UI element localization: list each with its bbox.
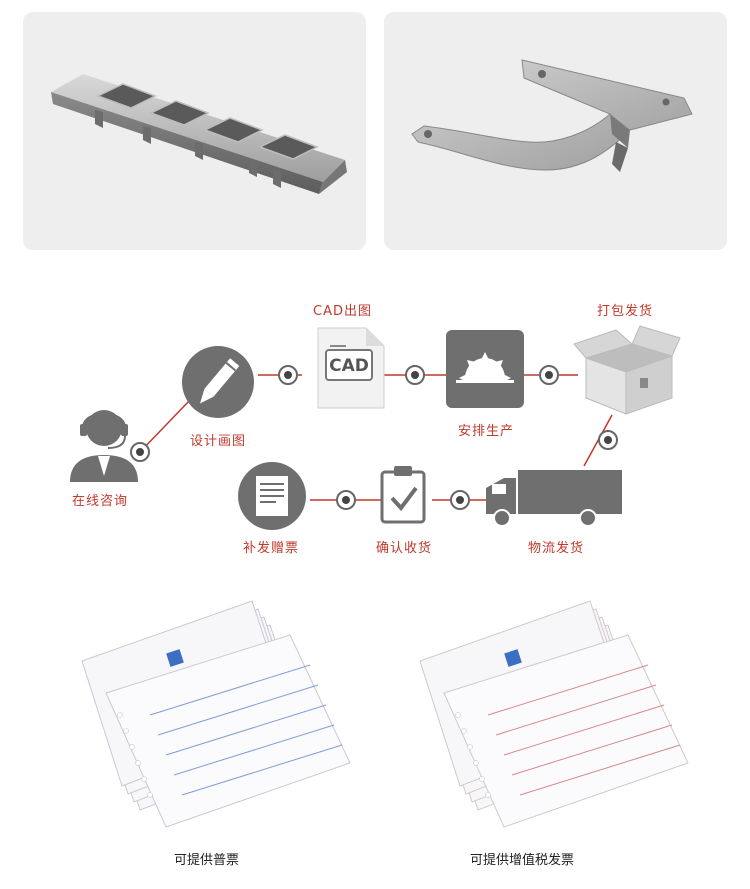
step-label-cad: CAD出图 xyxy=(313,304,372,319)
flow-nodes xyxy=(130,365,618,510)
product-photo-u-bracket xyxy=(384,12,727,250)
step-label-pack: 打包发货 xyxy=(597,304,654,319)
vat-invoice-caption: 可提供增值税发票 xyxy=(470,853,575,868)
regular-invoice-stack-image xyxy=(81,600,351,828)
cad-document-icon xyxy=(317,327,385,409)
flow-node xyxy=(539,365,559,385)
flow-node xyxy=(278,365,298,385)
pencil-design-icon xyxy=(182,346,254,418)
u-bracket-image xyxy=(411,59,693,172)
saw-blade-icon xyxy=(446,330,524,408)
step-label-invoice: 补发赠票 xyxy=(243,541,300,556)
receipt-icon xyxy=(238,462,306,530)
step-label-consult: 在线咨询 xyxy=(72,494,129,509)
open-box-icon xyxy=(573,325,681,415)
vat-invoice-stack-image xyxy=(419,600,689,828)
flow-node xyxy=(598,430,618,450)
clipboard-check-icon xyxy=(380,466,426,524)
step-label-ship: 物流发货 xyxy=(528,541,585,556)
delivery-truck-icon xyxy=(486,470,622,527)
process-flow-diagram xyxy=(70,325,681,530)
product-photo-bracket-rail xyxy=(23,12,366,250)
metal-rail-image xyxy=(51,74,347,194)
step-label-confirm: 确认收货 xyxy=(376,541,433,556)
headset-agent-icon xyxy=(70,410,138,482)
flow-node xyxy=(336,490,356,510)
flow-node xyxy=(130,442,150,462)
flow-node xyxy=(450,490,470,510)
step-label-design: 设计画图 xyxy=(190,434,247,449)
cad-badge-text: CAD xyxy=(329,356,369,376)
flow-node xyxy=(405,365,425,385)
step-label-produce: 安排生产 xyxy=(458,424,515,439)
regular-invoice-caption: 可提供普票 xyxy=(174,853,240,868)
